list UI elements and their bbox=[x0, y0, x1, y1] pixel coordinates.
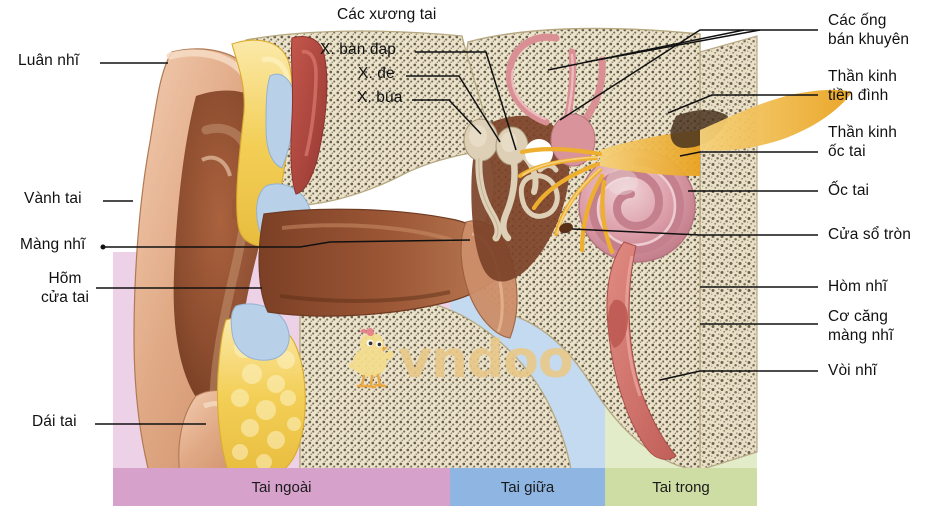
label-luan-nhi: Luân nhĩ bbox=[18, 52, 80, 69]
ossicles-group bbox=[463, 118, 560, 242]
label-cac-ong-ban-khuyen: Các ống bán khuyên bbox=[828, 12, 910, 48]
label-oc-tai: Ốc tai bbox=[828, 182, 870, 199]
label-tai-trong: Tai trong bbox=[652, 479, 710, 496]
label-cua-so-tron: Cửa sổ tròn bbox=[828, 226, 911, 243]
leader-than-kinh-oc-tai bbox=[679, 151, 818, 157]
band-tai-trong bbox=[605, 468, 757, 506]
external-auditory-canal bbox=[258, 208, 513, 317]
band-tai-giua bbox=[450, 468, 605, 506]
leader-voi-nhi bbox=[659, 370, 818, 381]
label-cac-xuong-tai: Các xương tai bbox=[337, 6, 437, 23]
label-co-cang-mang-nhi: Cơ căng màng nhĩ bbox=[828, 308, 894, 344]
label-than-kinh-tien-dinh: Thần kinh tiền đình bbox=[828, 68, 897, 104]
leader-x-bua bbox=[412, 99, 482, 135]
leader-cua-so-tron bbox=[571, 228, 818, 236]
tensor-tympani-muscle bbox=[607, 299, 628, 348]
round-window bbox=[559, 222, 573, 234]
temporalis-muscle-strip bbox=[290, 36, 328, 195]
semicircular-canals-highlight bbox=[511, 53, 574, 122]
leader-lines bbox=[95, 29, 818, 425]
label-hom-cua-tai: Hõm cửa tai bbox=[40, 270, 90, 306]
label-x-de: X. đe bbox=[358, 65, 395, 82]
label-vanh-tai: Vành tai bbox=[24, 190, 82, 207]
eustachian-tube bbox=[606, 241, 677, 460]
leader-than-kinh-tien-dinh bbox=[667, 94, 818, 114]
vestibulocochlear-nerve bbox=[517, 89, 852, 255]
label-than-kinh-oc-tai: Thần kinh ốc tai bbox=[828, 124, 897, 160]
oval-window-highlight bbox=[525, 139, 553, 167]
label-hom-nhi: Hòm nhĩ bbox=[828, 278, 888, 295]
label-dai-tai: Dái tai bbox=[32, 413, 77, 430]
malleus-bone bbox=[463, 118, 502, 242]
label-tai-ngoai: Tai ngoài bbox=[251, 479, 312, 496]
label-tai-giua: Tai giữa bbox=[500, 479, 555, 496]
leader-x-ban-dap bbox=[415, 51, 517, 151]
leader-scc-3 bbox=[547, 29, 745, 71]
leader-x-de bbox=[406, 75, 501, 143]
temporal-bone-block bbox=[699, 35, 758, 471]
label-voi-nhi: Vòi nhĩ bbox=[828, 362, 877, 379]
region-bands bbox=[113, 468, 757, 506]
label-mang-nhi: Màng nhĩ bbox=[20, 236, 86, 253]
leader-mang-nhi bbox=[104, 239, 471, 248]
label-x-bua: X. búa bbox=[357, 89, 403, 106]
leader-scc-1 bbox=[559, 29, 818, 121]
band-tai-ngoai bbox=[113, 468, 450, 506]
label-x-ban-dap: X. bàn đạp bbox=[320, 41, 396, 58]
